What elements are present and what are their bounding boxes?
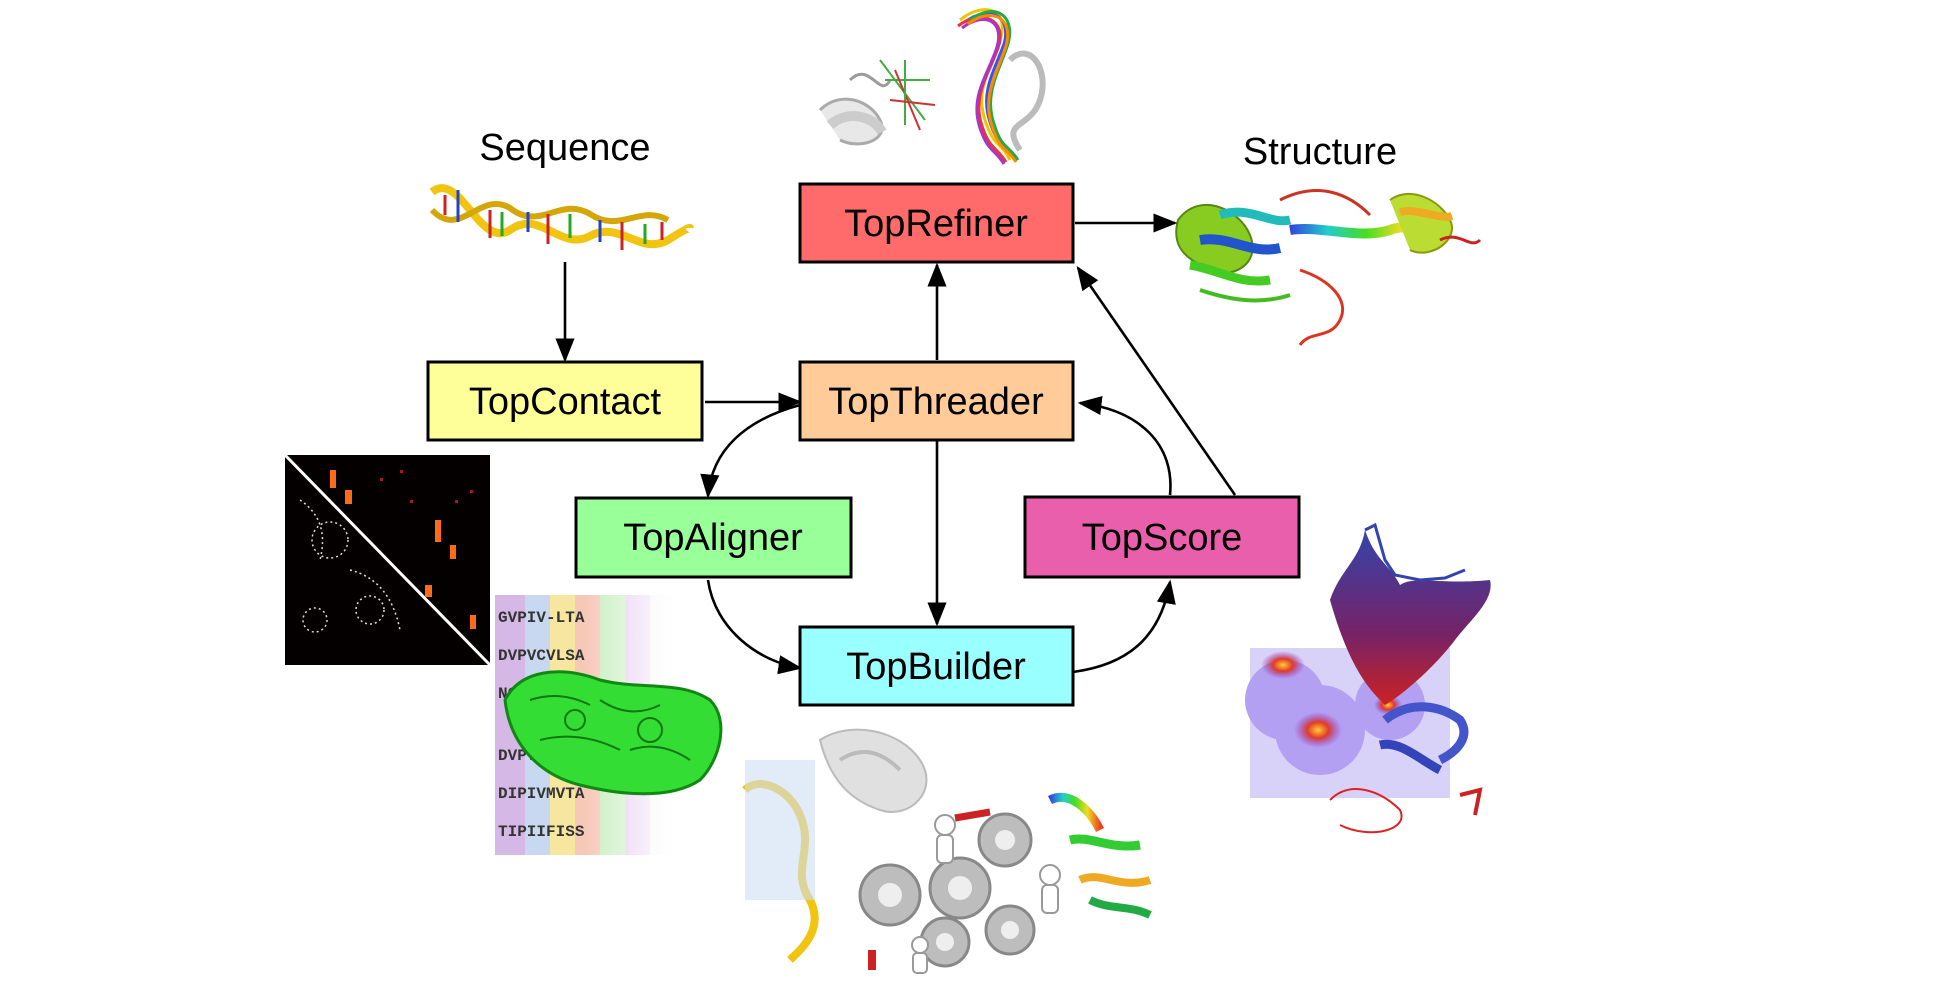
node-label: TopAligner [623, 517, 803, 559]
node-box [798, 182, 1075, 264]
node-box [1023, 495, 1301, 579]
node-toprefiner: TopRefiner [798, 182, 1075, 264]
alignment-row: GVPIV-LTA [498, 609, 585, 627]
arrow-score-to-threader [1077, 395, 1172, 496]
arrow-score-to-refiner [1076, 266, 1237, 496]
dna-helix-icon [429, 184, 694, 250]
node-box [798, 360, 1075, 442]
energy-landscape-icon [1245, 522, 1491, 834]
connections [555, 213, 1237, 675]
alignment-row: TIPIIFISS [498, 823, 585, 841]
sequence-alignment-protein-icon: GVPIV-LTA DVPVCVLSA NGPV DVPVCVLSA DIPIV… [495, 595, 723, 855]
arrow-aligner-to-builder [706, 579, 803, 675]
alignment-row: DIPIVMVTA [498, 785, 585, 803]
node-topscore: TopScore [1023, 495, 1301, 579]
gears-and-workers-icon [742, 728, 1152, 974]
alignment-row: DVPVCVLSA [498, 647, 585, 665]
node-label: TopThreader [828, 381, 1044, 423]
node-topaligner: TopAligner [574, 496, 853, 579]
node-topcontact: TopContact [426, 360, 704, 442]
superimposed-protein-models-icon [818, 8, 1046, 165]
protein-structure-icon [1175, 189, 1482, 346]
arrow-threader-to-aligner [700, 403, 801, 499]
sequence-caption: Sequence [479, 127, 650, 169]
node-topbuilder: TopBuilder [798, 625, 1075, 707]
node-box [798, 625, 1075, 707]
node-label: TopContact [469, 381, 662, 423]
node-label: TopRefiner [844, 203, 1028, 245]
node-box [574, 496, 853, 579]
node-box [426, 360, 704, 442]
node-label: TopScore [1082, 517, 1243, 559]
contact-map-icon [283, 453, 492, 667]
node-topthreader: TopThreader [798, 360, 1075, 442]
arrow-builder-to-score [1072, 579, 1176, 674]
node-label: TopBuilder [846, 646, 1026, 688]
structure-caption: Structure [1243, 131, 1397, 173]
